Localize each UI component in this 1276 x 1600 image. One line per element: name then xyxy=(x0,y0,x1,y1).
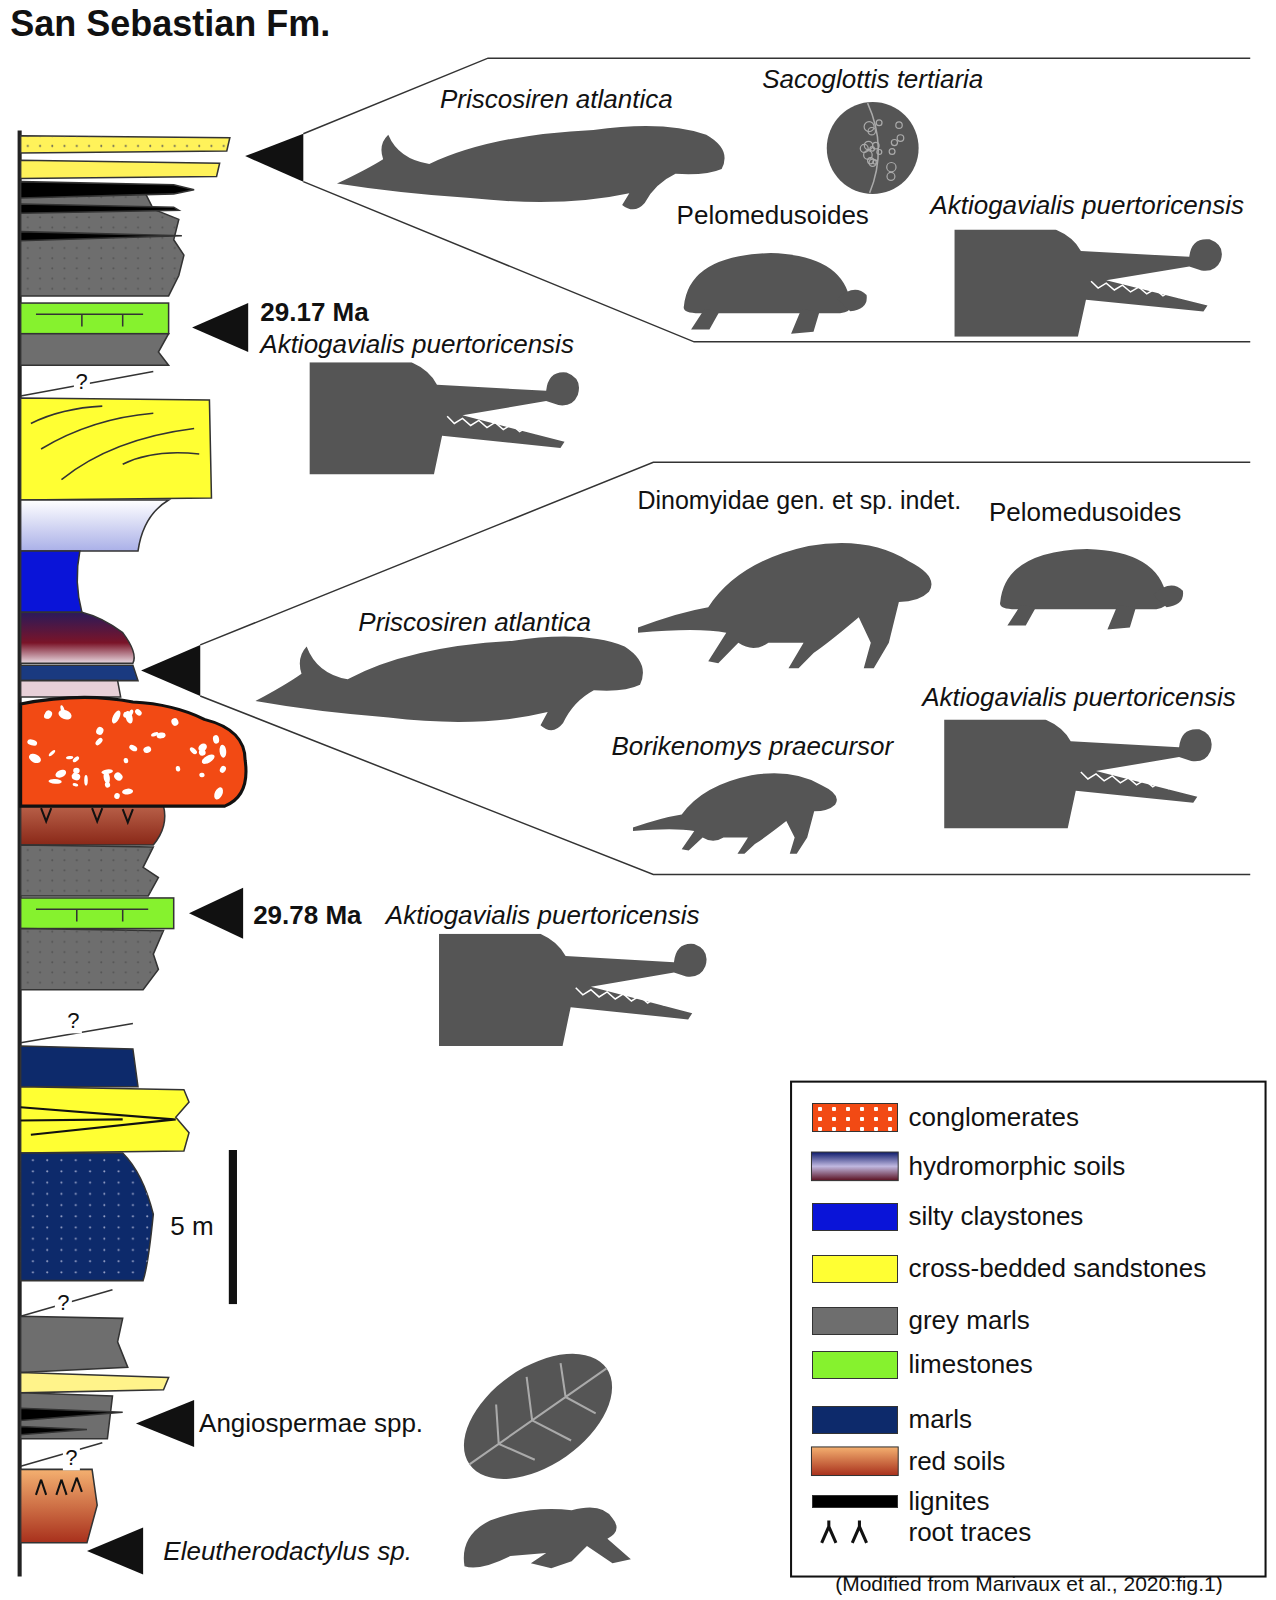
taxon-name: Pelomedusoides xyxy=(989,499,1181,529)
gap-mark: ? xyxy=(65,1008,81,1033)
legend-label: cross-bedded sandstones xyxy=(909,1254,1207,1284)
legend-label: conglomerates xyxy=(909,1103,1080,1133)
age-label: 29.78 Ma xyxy=(253,901,361,931)
taxon-name: Aktiogavialis puertoricensis xyxy=(922,683,1236,713)
legend-label: marls xyxy=(909,1405,973,1435)
legend-label: hydromorphic soils xyxy=(909,1152,1126,1182)
legend-label: grey marls xyxy=(909,1306,1030,1336)
legend-swatch xyxy=(812,1103,899,1132)
taxon-name: Priscosiren atlantica xyxy=(440,85,673,115)
gap-mark: ? xyxy=(74,369,90,394)
taxon-name: Eleutherodactylus sp. xyxy=(163,1537,412,1567)
legend-swatch xyxy=(812,1495,899,1507)
taxon-name: Aktiogavialis puertoricensis xyxy=(386,901,700,931)
figure-title: San Sebastian Fm. xyxy=(10,4,330,45)
legend-label: limestones xyxy=(909,1350,1033,1380)
taxon-name: Aktiogavialis puertoricensis xyxy=(930,191,1244,221)
taxon-name: Sacoglottis tertiaria xyxy=(762,65,983,95)
taxon-name: Pelomedusoides xyxy=(677,201,869,231)
legend-swatch xyxy=(812,1351,899,1380)
legend-swatch xyxy=(812,1406,899,1435)
age-label: 29.17 Ma xyxy=(260,298,368,328)
taxon-name: Priscosiren atlantica xyxy=(358,608,591,638)
legend-swatch xyxy=(812,1307,899,1336)
legend-label: lignites xyxy=(909,1487,990,1517)
legend-swatch xyxy=(812,1203,899,1232)
taxon-name: Dinomyidae gen. et sp. indet. xyxy=(637,486,961,515)
legend-label: root traces xyxy=(909,1518,1032,1548)
legend-swatch xyxy=(812,1255,899,1284)
scale-label: 5 m xyxy=(170,1212,213,1242)
legend-label: silty claystones xyxy=(909,1202,1084,1232)
figure-caption: (Modified from Marivaux et al., 2020:fig… xyxy=(835,1572,1223,1596)
taxon-name: Angiospermae spp. xyxy=(199,1409,423,1439)
gap-mark: ? xyxy=(55,1290,71,1315)
legend-label: red soils xyxy=(909,1447,1006,1477)
gap-mark: ? xyxy=(63,1445,79,1470)
taxon-name: Borikenomys praecursor xyxy=(611,732,893,762)
taxon-name: Aktiogavialis puertoricensis xyxy=(260,330,574,360)
